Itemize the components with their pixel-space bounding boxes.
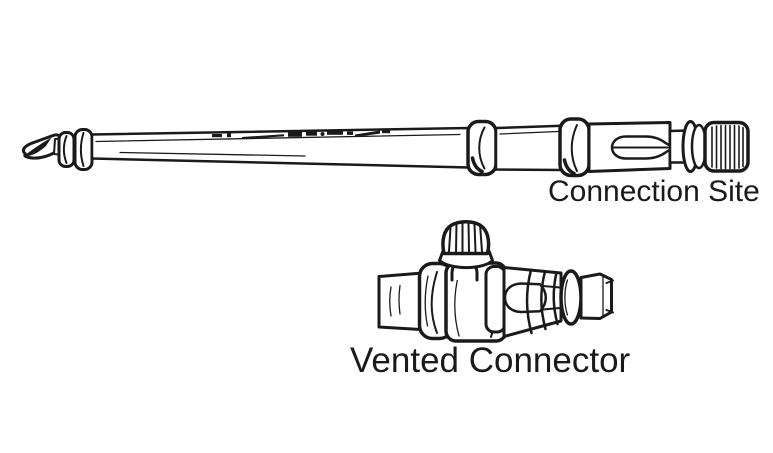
tip-bevel-opening bbox=[26, 137, 52, 156]
inner-lumen bbox=[503, 282, 548, 314]
vented-connector-label: Vented Connector bbox=[350, 341, 631, 380]
collar-ring-1 bbox=[466, 119, 498, 177]
outlet-flange bbox=[559, 269, 583, 326]
tip-hub-rings bbox=[53, 128, 94, 171]
shaft-mid-segment bbox=[494, 124, 564, 172]
collar-ring-2 bbox=[558, 117, 591, 178]
vented-connector-illustration bbox=[377, 220, 614, 343]
barbed-fitting bbox=[502, 266, 563, 338]
catheter-shaft bbox=[90, 126, 471, 169]
outlet-end-cap bbox=[579, 272, 614, 320]
ribbed-end-cap bbox=[703, 120, 750, 173]
connection-site-label: Connection Site bbox=[548, 175, 760, 208]
end-cap-ribs bbox=[711, 124, 744, 170]
vent-cap bbox=[441, 220, 491, 256]
end-neck-flange bbox=[668, 120, 708, 173]
vent-cap-ribs bbox=[448, 221, 483, 253]
right-collar-band bbox=[484, 265, 507, 334]
shaft-markings bbox=[212, 129, 390, 139]
catheter-illustration bbox=[21, 117, 750, 178]
connection-site-barrel bbox=[587, 121, 675, 173]
